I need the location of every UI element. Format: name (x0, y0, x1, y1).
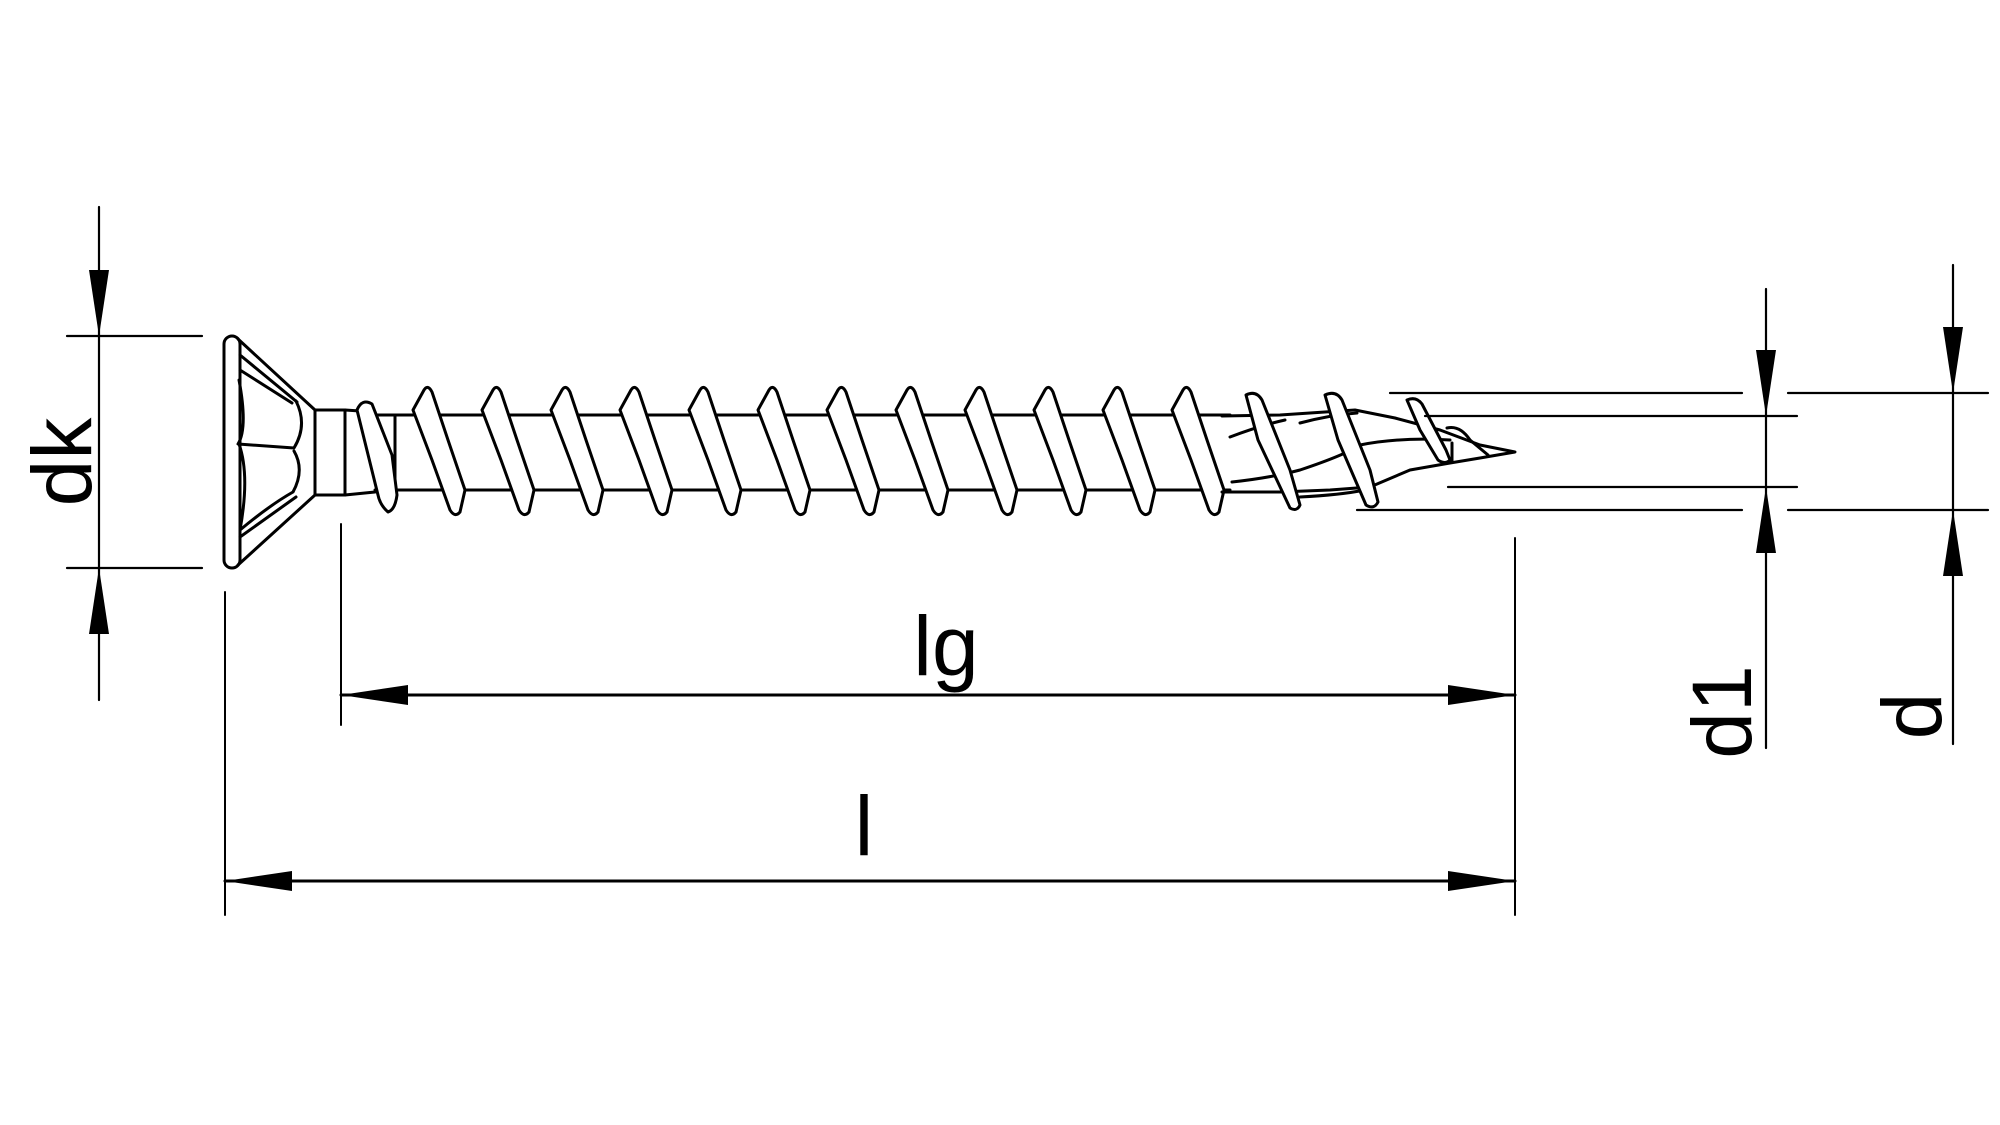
d1-label: d1 (1675, 665, 1769, 759)
d-label: d (1865, 692, 1959, 740)
dk-arrow-top-icon (89, 270, 109, 336)
thread-crest (963, 385, 1019, 517)
thread-crest (1032, 385, 1088, 517)
thread-crest (756, 385, 812, 517)
l-arrow-right-icon (1448, 871, 1515, 891)
l-arrow-left-icon (225, 871, 292, 891)
screw-tip (1220, 391, 1517, 511)
l-dimension (223, 871, 1517, 891)
l-label: l (854, 779, 874, 873)
thread-crest (894, 385, 950, 517)
thread-crest (411, 385, 467, 517)
dk-arrow-bottom-icon (89, 568, 109, 634)
lg-arrow-left-icon (341, 685, 408, 705)
thread-crest (549, 385, 605, 517)
lg-dimension (339, 685, 1517, 705)
screw-head (222, 334, 377, 570)
screw-threads (355, 385, 1226, 517)
d-arrow-top-icon (1943, 327, 1963, 393)
d-dimension (1943, 263, 1963, 746)
thread-crest (1170, 385, 1226, 517)
thread-crest (687, 385, 743, 517)
thread-crest (1101, 385, 1157, 517)
lg-label: lg (913, 599, 979, 693)
d1-arrow-bottom-icon (1756, 487, 1776, 553)
head-top-face (222, 334, 242, 570)
thread-crest (825, 385, 881, 517)
dk-dimension (65, 205, 204, 702)
d-arrow-bottom-icon (1943, 510, 1963, 576)
diameter-extension-lines (1355, 391, 1990, 512)
thread-crest (480, 385, 536, 517)
lg-arrow-right-icon (1448, 685, 1515, 705)
dk-label: dk (15, 417, 109, 507)
d1-arrow-top-icon (1756, 350, 1776, 416)
thread-crest (618, 385, 674, 517)
d1-dimension (1756, 287, 1776, 750)
